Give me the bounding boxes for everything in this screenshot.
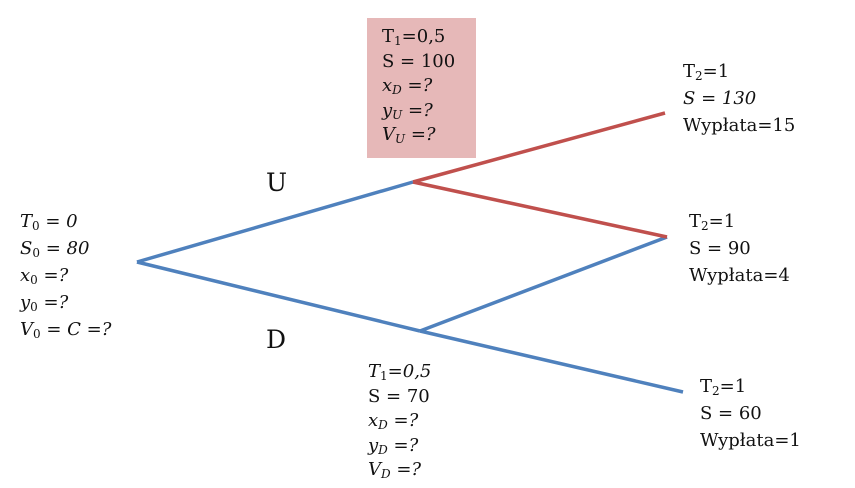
line-tail: =?	[402, 99, 433, 121]
line-tail: =1	[702, 61, 730, 82]
line-main: Wypłata=15	[683, 115, 796, 136]
line-tail: =?	[387, 434, 419, 456]
down-node-line: VD =?	[368, 458, 431, 483]
edge-root-up	[136, 180, 414, 264]
line-tail: =0,5	[401, 26, 446, 47]
line-subscript: 1	[380, 369, 388, 383]
line-main: S = 60	[700, 403, 762, 424]
line-tail: =1	[708, 211, 736, 232]
up-label: U	[266, 168, 288, 197]
line-tail: =1	[719, 376, 747, 397]
line-main: Wypłata=4	[689, 265, 790, 286]
down-node-line: yD =?	[368, 434, 431, 459]
up-node-line: yU =?	[382, 99, 455, 124]
ud-node-line: Wypłata=4	[689, 262, 790, 289]
line-subscript: 0	[30, 273, 38, 287]
line-main: V	[382, 124, 395, 145]
line-tail: = C =?	[40, 319, 112, 340]
line-subscript: D	[378, 418, 388, 432]
down-label: D	[266, 325, 287, 354]
line-subscript: 2	[712, 384, 720, 398]
line-main: x	[368, 410, 379, 431]
line-main: Wypłata=1	[700, 430, 801, 451]
ud-node-line: S = 90	[689, 235, 790, 262]
root-node-line: T0 = 0	[20, 208, 111, 235]
line-tail: =0,5	[387, 361, 432, 382]
line-main: S	[683, 88, 696, 109]
line-tail: =?	[405, 124, 436, 145]
line-subscript: 0	[33, 327, 41, 341]
ud-node-text: T2=1 S = 90 Wypłata=4	[689, 208, 790, 289]
line-main: S	[20, 238, 33, 259]
line-main: S = 70	[368, 385, 430, 407]
line-subscript: D	[378, 442, 388, 457]
up-node-line: xD =?	[382, 74, 455, 99]
root-node-line: S0 = 80	[20, 235, 111, 262]
dd-node-line: T2=1	[700, 373, 801, 400]
line-main: T	[689, 211, 702, 232]
line-tail: = 130	[695, 88, 757, 109]
down-node-line: S = 70	[368, 385, 431, 410]
line-main: V	[20, 319, 33, 340]
line-main: S = 90	[689, 238, 751, 259]
edge-root-down	[136, 260, 421, 333]
line-subscript: 2	[695, 69, 703, 83]
line-main: x	[20, 265, 31, 286]
up-node-line: T1=0,5	[382, 25, 455, 50]
line-subscript: 1	[394, 34, 402, 48]
up-node-highlight-box	[367, 18, 476, 158]
ud-node-line: T2=1	[689, 208, 790, 235]
line-tail: = 80	[39, 238, 90, 259]
line-main: T	[382, 26, 395, 47]
root-node-line: x0 =?	[20, 262, 111, 289]
line-tail: = 0	[39, 211, 78, 232]
root-node-line: y0 =?	[20, 289, 111, 316]
dd-node-line: S = 60	[700, 400, 801, 427]
line-main: x	[382, 75, 393, 96]
up-node-line: VU =?	[382, 123, 455, 148]
edge-up-uu	[412, 111, 666, 184]
line-main: y	[20, 292, 31, 313]
dd-node-line: Wypłata=1	[700, 427, 801, 454]
line-tail: =?	[37, 292, 69, 313]
dd-node-text: T2=1 S = 60 Wypłata=1	[700, 373, 801, 454]
line-main: T	[683, 61, 696, 82]
edge-down-dd	[419, 329, 684, 394]
line-subscript: D	[381, 467, 391, 481]
root-node-line: V0 = C =?	[20, 316, 111, 343]
down-node-line: xD =?	[368, 409, 431, 434]
line-subscript: 0	[32, 246, 40, 260]
edge-up-ud	[412, 180, 668, 239]
line-tail: =?	[390, 459, 422, 480]
uu-node-line: T2=1	[683, 58, 795, 85]
line-main: T	[368, 361, 381, 382]
uu-node-line: S = 130	[683, 85, 795, 112]
line-main: S = 100	[382, 50, 456, 72]
up-node-line: S = 100	[382, 50, 455, 75]
line-tail: =?	[37, 265, 69, 286]
line-tail: =?	[387, 410, 419, 431]
line-main: y	[382, 99, 393, 121]
uu-node-line: Wypłata=15	[683, 112, 795, 139]
line-subscript: 0	[32, 219, 40, 233]
line-subscript: D	[392, 83, 402, 97]
line-main: V	[368, 459, 381, 480]
down-node-line: T1=0,5	[368, 360, 431, 385]
line-tail: =?	[401, 75, 433, 96]
line-subscript: 0	[30, 300, 38, 314]
line-subscript: U	[392, 107, 403, 122]
line-main: T	[20, 211, 33, 232]
line-subscript: 2	[701, 219, 709, 233]
edge-down-ud	[419, 235, 668, 333]
line-subscript: U	[395, 132, 406, 146]
line-main: T	[700, 376, 713, 397]
line-main: y	[368, 434, 379, 456]
